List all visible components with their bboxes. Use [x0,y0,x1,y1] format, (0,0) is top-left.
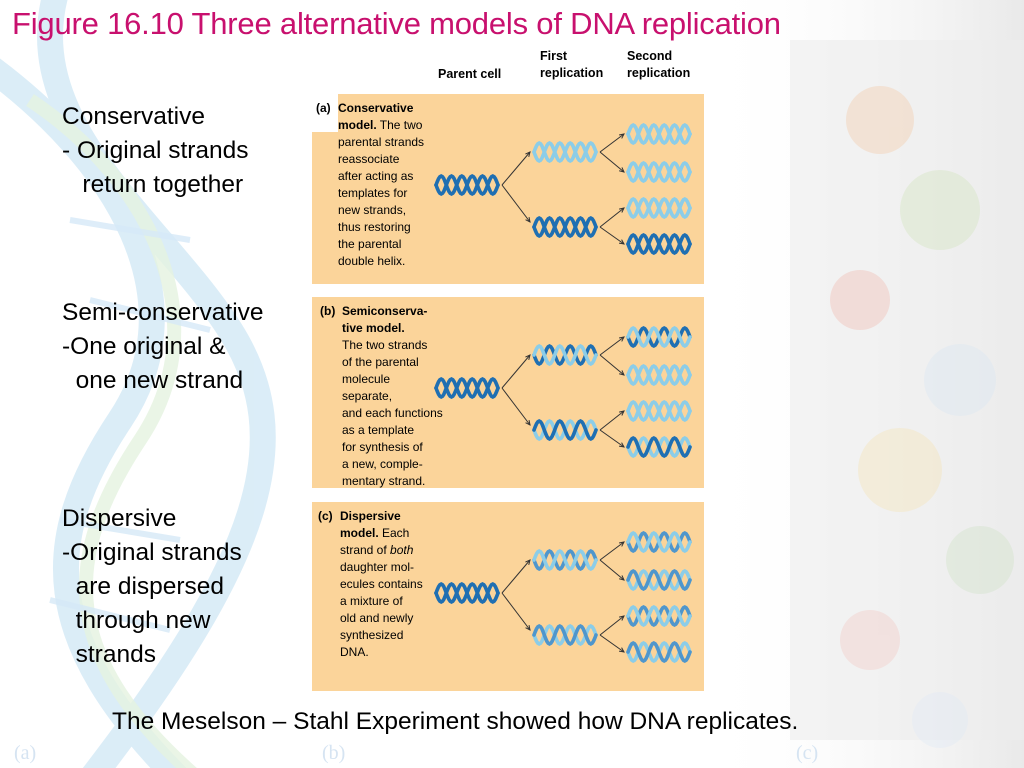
dispersive-arrow-parent-bottom [501,592,531,631]
conservative-arrow-parent-top [501,151,531,186]
dispersive-first-bottom-helix-strand-2 [532,623,598,647]
dispersive-arrow-first1-a [599,541,625,561]
panel-conservative: (a) Conservative model. The two parental… [312,94,704,284]
background-mark-a: (a) [14,742,37,764]
conservative-arrow-first1-a-head [618,133,625,139]
conservative-arrow-first1-b-head [619,167,625,173]
semi-conservative-arrow-parent-bottom-head [525,419,531,426]
semi-conservative-second-helix-2-strand-2 [626,363,692,387]
semi-conservative-label: Semi-conservative -One original & one ne… [62,299,264,394]
semi-conservative-diagram [434,325,692,459]
dispersive-arrow-first1-b [599,559,625,581]
conservative-arrow-parent-top-head [525,151,531,157]
conservative-arrow-parent-bottom-head [525,216,531,223]
conservative-label: Conservative - Original strands return t… [62,103,249,198]
semi-conservative-description: (b) Semiconserva- tive model. The two st… [320,304,443,488]
dispersive-label: Dispersive -Original strands are dispers… [62,505,242,668]
conservative-first-top-helix-strand-2 [532,140,598,164]
header-parent-cell: Parent cell [438,67,502,81]
dispersive-second-helix-1-strand-2 [626,530,692,554]
semi-conservative-first-top-helix-strand-2 [532,343,598,367]
dispersive-diagram [434,530,692,664]
page-title: Figure 16.10 Three alternative models of… [12,6,781,41]
dispersive-second-helix-3-strand-2 [626,604,692,628]
semi-conservative-first-bottom-helix-strand-2 [532,418,598,442]
semi-conservative-arrow-first1-a-head [618,336,625,342]
conservative-arrow-first1-b [599,151,625,173]
conservative-arrow-parent-bottom [501,184,531,223]
conservative-arrow-first2-b-head [618,239,625,245]
dispersive-parent-helix-strand-2 [434,581,500,605]
conservative-second-helix-3-strand-2 [626,196,692,220]
semi-conservative-parent-helix-strand-2 [434,376,500,400]
dispersive-first-top-helix-strand-2 [532,548,598,572]
conservative-second-helix-4-strand-2 [626,232,692,256]
dispersive-arrow-first1-b-head [619,575,625,581]
conservative-first-bottom-helix-strand-2 [532,215,598,239]
dispersive-arrow-parent-top [501,559,531,594]
semi-conservative-arrow-first1-b [599,354,625,376]
background-mark-b: (b) [322,742,346,764]
semi-conservative-arrow-first2-b [599,429,625,448]
header-first-replication: First replication [540,49,604,80]
semi-conservative-arrow-parent-bottom [501,387,531,426]
panel-semi-conservative: (b) Semiconserva- tive model. The two st… [312,297,704,488]
semi-conservative-arrow-parent-top-head [525,354,531,360]
dispersive-arrow-parent-bottom-head [525,624,531,631]
semi-conservative-second-helix-1-strand-2 [626,325,692,349]
background-mark-c: (c) [796,742,819,764]
conservative-arrow-first2-a-head [619,207,625,213]
semi-conservative-arrow-parent-top [501,354,531,389]
conservative-second-helix-2-strand-2 [626,160,692,184]
dispersive-arrow-first2-a-head [619,615,625,621]
dispersive-arrow-parent-top-head [525,559,531,565]
panel-dispersive: (c) Dispersive model. Each strand of bot… [312,502,704,691]
conservative-second-helix-1-strand-2 [626,122,692,146]
semi-conservative-second-helix-3-strand-2 [626,399,692,423]
footer-caption: The Meselson – Stahl Experiment showed h… [112,708,799,735]
dispersive-arrow-first2-a [599,615,625,636]
semi-conservative-arrow-first2-a-head [619,410,625,416]
conservative-diagram [434,122,692,256]
dispersive-second-helix-2-strand-2 [626,568,692,592]
conservative-parent-helix-strand-2 [434,173,500,197]
dispersive-arrow-first1-a-head [618,541,625,547]
conservative-arrow-first1-a [599,133,625,153]
semi-conservative-arrow-first1-a [599,336,625,356]
semi-conservative-arrow-first2-a [599,410,625,431]
conservative-arrow-first2-b [599,226,625,245]
dispersive-arrow-first2-b [599,634,625,653]
dispersive-second-helix-4-strand-2 [626,640,692,664]
header-second-replication: Second replication [627,49,691,80]
semi-conservative-second-helix-4-strand-2 [626,435,692,459]
semi-conservative-arrow-first2-b-head [618,442,625,448]
semi-conservative-arrow-first1-b-head [619,370,625,376]
dispersive-arrow-first2-b-head [618,647,625,653]
conservative-arrow-first2-a [599,207,625,228]
dispersive-description: (c) Dispersive model. Each strand of bot… [318,509,423,659]
conservative-description: (a) Conservative model. The two parental… [316,101,425,268]
